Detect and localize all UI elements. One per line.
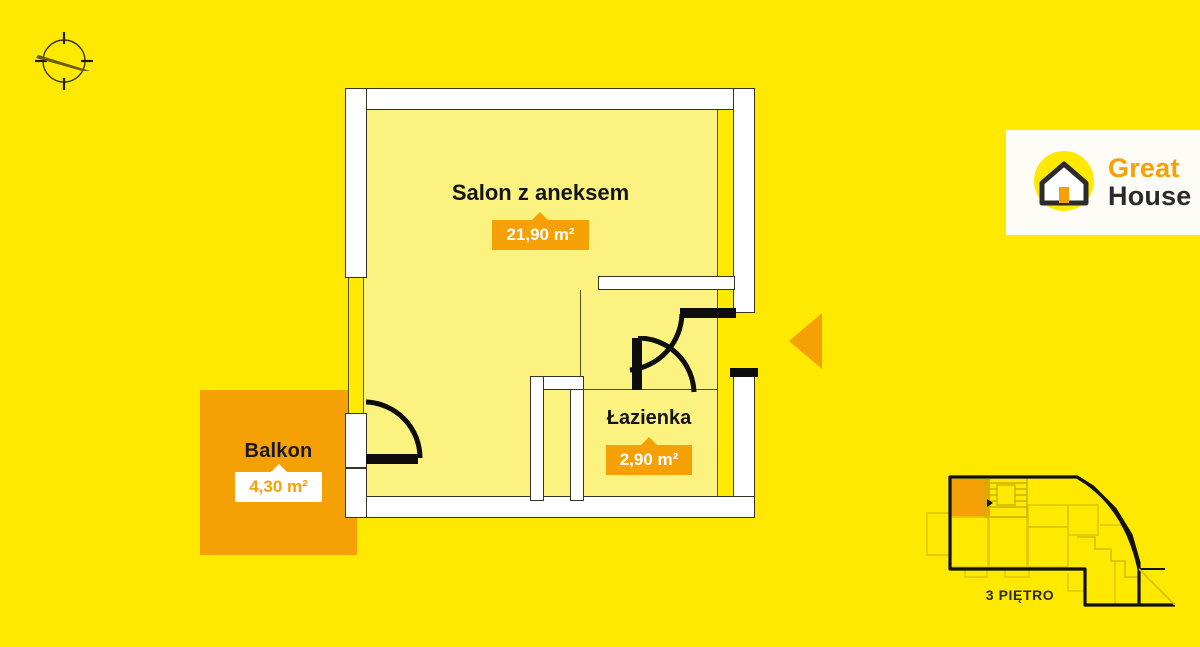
door-bathroom-swing-icon	[637, 336, 697, 393]
wall-top	[345, 88, 755, 110]
house-logo-icon	[1028, 147, 1100, 219]
floor-locator-diagram	[926, 475, 1176, 607]
room-lazienka-area-wrap: 2,90 m²	[580, 437, 718, 475]
room-balkon-area-wrap: 4,30 m²	[200, 464, 357, 502]
window-left	[348, 278, 364, 413]
entrance-arrow-icon	[789, 313, 822, 369]
wall-left-upper	[345, 88, 367, 278]
room-salon-area-wrap: 21,90 m²	[363, 212, 718, 250]
room-lazienka-area-badge: 2,90 m²	[605, 437, 693, 475]
door-balcony-leaf	[366, 454, 418, 464]
door-balcony-swing-icon	[365, 399, 423, 459]
wall-salon-lower-stub	[530, 376, 544, 501]
floor-locator[interactable]: 3 PIĘTRO	[925, 465, 1185, 615]
wall-left-mid	[345, 413, 367, 468]
room-salon-area-badge: 21,90 m²	[492, 212, 589, 250]
brand-logo[interactable]: Great House	[1006, 130, 1200, 235]
brand-name-line2: House	[1108, 180, 1192, 211]
compass-rose-icon	[28, 24, 100, 96]
brand-name-line1: Great	[1108, 152, 1180, 183]
wall-left-lower	[345, 468, 367, 518]
apartment-plan: Balkon 4,30 m²	[200, 80, 780, 560]
wall-right	[733, 88, 755, 313]
brand-logo-text: Great House	[1108, 152, 1192, 211]
door-bathroom-leaf	[632, 338, 642, 390]
door-entrance-leaf	[680, 308, 736, 318]
floor-locator-caption: 3 PIĘTRO	[985, 587, 1055, 603]
wall-bottom	[345, 496, 755, 518]
room-lazienka-name: Łazienka	[606, 407, 692, 429]
room-balkon-area-badge: 4,30 m²	[235, 464, 322, 502]
room-balkon-name: Balkon	[244, 440, 313, 462]
door-entrance-jamb	[730, 368, 758, 377]
room-salon-name: Salon z aneksem	[451, 180, 630, 205]
wall-hall-top	[598, 276, 735, 290]
wall-bathroom-left	[570, 376, 584, 501]
room-balkon[interactable]: Balkon 4,30 m²	[200, 390, 357, 555]
